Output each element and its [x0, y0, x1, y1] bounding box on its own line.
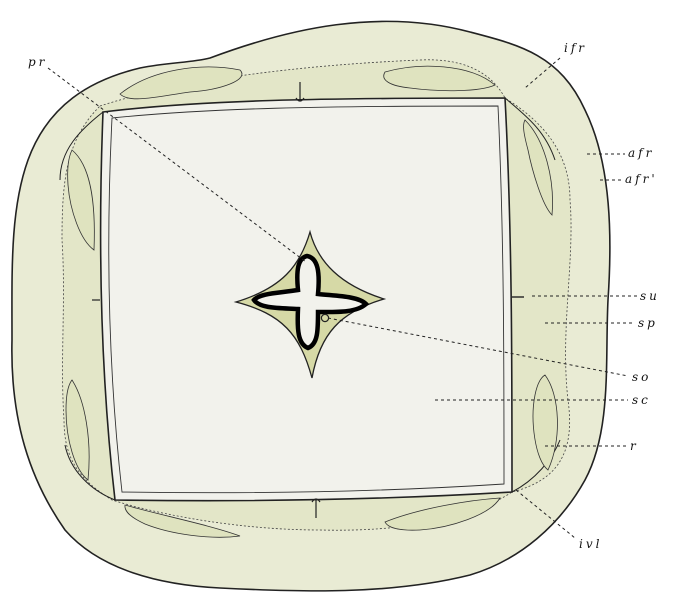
- label-sp: sp: [638, 316, 658, 330]
- label-so: so: [632, 370, 651, 384]
- label-r: r: [630, 439, 639, 453]
- label-pr: pr: [28, 55, 47, 69]
- label-sc: sc: [632, 393, 651, 407]
- label-afr: afr: [628, 146, 654, 160]
- label-ivl: ivl: [579, 537, 602, 551]
- label-afr-prime: afr': [625, 172, 658, 186]
- label-ifr: ifr: [564, 41, 587, 55]
- label-su: su: [640, 289, 660, 303]
